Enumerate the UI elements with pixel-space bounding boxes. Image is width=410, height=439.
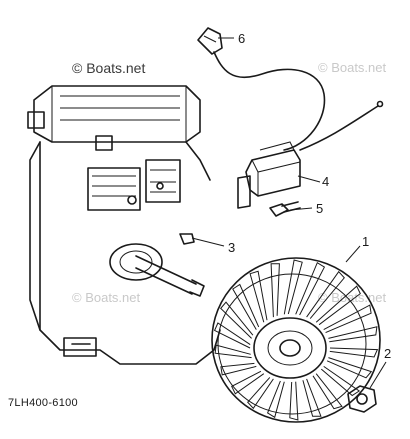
high-tension-cord (213, 51, 326, 151)
engine-block (27, 85, 221, 365)
flywheel-fin (220, 362, 257, 376)
flywheel-nut (347, 385, 377, 413)
leader-2 (369, 361, 387, 389)
flywheel-fin (312, 373, 343, 410)
watermark-faded-mid-left: © Boats.net (72, 290, 141, 305)
flywheel-bore (279, 339, 301, 357)
flywheel-fin (302, 378, 322, 417)
callout-1: 1 (362, 234, 369, 249)
flywheel-fin (266, 380, 285, 419)
callout-2: 2 (384, 346, 391, 361)
leader-4 (297, 175, 321, 183)
flywheel-hub-inner (267, 330, 313, 366)
flywheel-fin (329, 347, 379, 358)
plug-cap (197, 27, 223, 55)
flywheel-fin (270, 263, 280, 318)
flywheel-fin (214, 344, 252, 359)
flywheel-outer-rim (211, 257, 381, 423)
woodruff-key (179, 233, 195, 245)
flywheel-fin (249, 270, 268, 323)
leader-5 (289, 207, 313, 211)
flywheel (211, 257, 381, 423)
leader-3 (191, 237, 225, 247)
callout-3: 3 (228, 240, 235, 255)
flywheel-fin (231, 370, 265, 395)
flywheel-fin (289, 381, 299, 421)
callout-4: 4 (322, 174, 329, 189)
watermark-main: © Boats.net (72, 60, 145, 76)
ground-wire (299, 105, 379, 151)
flywheel-fin (213, 322, 251, 349)
callout-6: 6 (238, 31, 245, 46)
watermark-faded-top-right: © Boats.net (318, 60, 387, 75)
flywheel-fin (247, 377, 274, 410)
ground-wire-terminal (376, 100, 384, 108)
flywheel-fin (315, 285, 361, 326)
flywheel-fin (232, 283, 260, 330)
leader-1 (345, 245, 361, 263)
flywheel-fin (323, 304, 372, 334)
crankshaft (109, 243, 205, 297)
flywheel-fin (295, 261, 326, 316)
flywheel-fin (320, 365, 361, 397)
callout-5: 5 (316, 201, 323, 216)
ignition-coil (237, 141, 301, 209)
flywheel-fin (328, 326, 378, 343)
flywheel-hub (253, 317, 327, 379)
flywheel-fin (283, 259, 303, 315)
flywheel-fin (220, 301, 254, 339)
flywheel-fin (306, 270, 345, 319)
figure-code: 7LH400-6100 (8, 397, 78, 409)
flywheel-fin (326, 357, 373, 379)
